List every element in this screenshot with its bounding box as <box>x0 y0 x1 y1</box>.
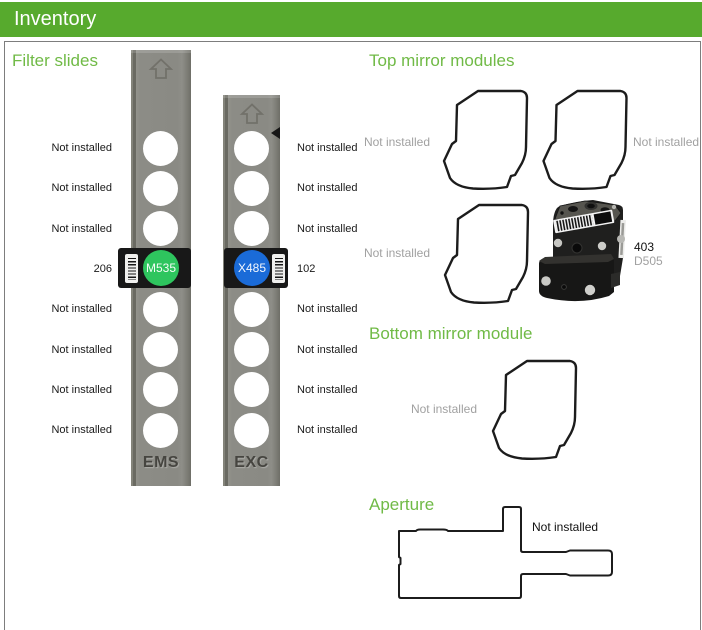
slot-hole <box>234 211 269 247</box>
aperture-status: Not installed <box>532 520 599 534</box>
ems-row-4-position: 206 <box>93 263 112 275</box>
slot-hole <box>143 130 178 166</box>
filter-slides-heading: Filter slides <box>12 51 98 70</box>
exc-row-6-status: Not installed <box>297 344 358 356</box>
ems-row-8-status: Not installed <box>51 424 112 436</box>
bottom-mirror-module-outline <box>491 359 578 460</box>
slot-hole <box>234 412 269 448</box>
top-module-3-status: Not installed <box>363 246 430 260</box>
ems-filter-badge: M535 <box>143 250 179 286</box>
slide-notch <box>271 127 280 139</box>
up-arrow-icon <box>148 58 174 79</box>
exc-row-5-status: Not installed <box>297 303 358 315</box>
exc-row-4-position: 102 <box>297 263 316 275</box>
exc-row-2-status: Not installed <box>297 182 358 194</box>
slot-hole <box>234 372 269 408</box>
top-module-1-status: Not installed <box>363 135 430 149</box>
slot-hole <box>143 211 178 247</box>
ems-row-3-status: Not installed <box>51 223 112 235</box>
filter-barcode <box>272 254 285 283</box>
filter-slide-exc: EXC <box>223 95 280 486</box>
slide-name-exc: EXC <box>234 454 269 471</box>
filter-barcode <box>125 254 138 283</box>
mirror-module-outline-3 <box>443 203 530 304</box>
top-module-4-code: D505 <box>634 254 663 268</box>
ems-filter-holder: M535 <box>118 248 191 288</box>
exc-filter-badge: X485 <box>234 250 270 286</box>
slot-hole <box>234 170 269 206</box>
slot-hole <box>234 291 269 327</box>
page-title: Inventory <box>14 8 97 30</box>
aperture-outline <box>398 506 613 599</box>
ems-row-1-status: Not installed <box>51 142 112 154</box>
exc-filter-holder: X485 <box>224 248 288 288</box>
slot-hole <box>143 291 178 327</box>
mirror-module-installed-photo <box>539 200 626 302</box>
exc-row-8-status: Not installed <box>297 424 358 436</box>
slot-hole <box>234 130 269 166</box>
tower-cap <box>131 50 191 53</box>
ems-row-7-status: Not installed <box>51 384 112 396</box>
slot-hole <box>143 170 178 206</box>
ems-row-2-status: Not installed <box>51 182 112 194</box>
slide-name-ems: EMS <box>142 454 180 471</box>
top-module-2-status: Not installed <box>633 135 700 149</box>
ems-row-6-status: Not installed <box>51 344 112 356</box>
up-arrow-icon <box>239 103 264 124</box>
mirror-module-outline-2 <box>542 89 628 190</box>
aperture-heading: Aperture <box>369 495 435 514</box>
ems-row-5-status: Not installed <box>51 303 112 315</box>
slot-hole <box>143 332 178 367</box>
mirror-module-outline-1 <box>442 89 529 190</box>
slot-hole <box>143 412 178 448</box>
top-mirror-modules-heading: Top mirror modules <box>369 51 515 70</box>
exc-row-3-status: Not installed <box>297 223 358 235</box>
slot-hole <box>234 332 269 367</box>
top-module-4-id: 403 <box>634 240 655 254</box>
exc-row-1-status: Not installed <box>297 142 358 154</box>
bottom-module-status: Not installed <box>410 402 477 416</box>
header-bar: Inventory <box>0 2 702 37</box>
bottom-mirror-module-heading: Bottom mirror module <box>369 324 533 343</box>
exc-row-7-status: Not installed <box>297 384 358 396</box>
tower-cap <box>223 95 280 98</box>
slot-hole <box>143 372 178 408</box>
